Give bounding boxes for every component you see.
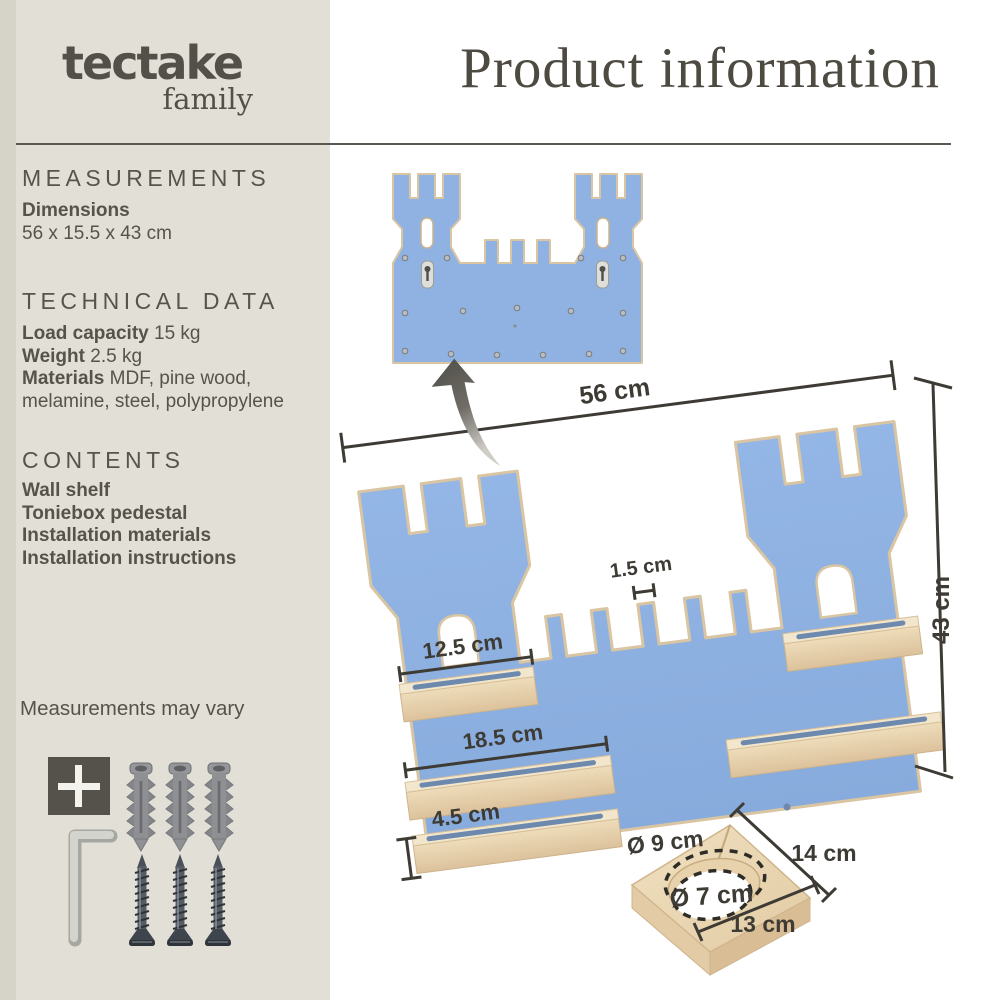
brand-logo: tectake [62, 36, 244, 90]
measurements-note: Measurements may vary [20, 697, 245, 720]
dim-pedestal-front-label: 13 cm [730, 911, 795, 937]
technical-data-list: Load capacity 15 kg Weight 2.5 kg Materi… [22, 323, 322, 413]
contents-item: Wall shelf [22, 480, 110, 501]
screw-icon [129, 854, 155, 946]
shelf-front-view-image: 56 cm 1.5 cm 12.5 cm [339, 360, 955, 977]
wall-plug-icon [126, 762, 156, 852]
load-capacity-label: Load capacity [22, 323, 149, 344]
sidebar-edge-strip [0, 0, 16, 1000]
measurements-heading: MEASUREMENTS [22, 165, 271, 191]
center-hole [513, 324, 517, 328]
curved-arrow-icon [431, 358, 501, 466]
shelf-back-view-image [392, 173, 643, 364]
dim-merlon-line [631, 583, 657, 600]
contents-list: Wall shelf Toniebox pedestal Installatio… [22, 480, 322, 570]
dim-shelf-height-line [396, 835, 422, 882]
dim-height-line [913, 376, 954, 780]
screw-icon [167, 854, 193, 946]
hanging-slot [420, 217, 434, 249]
load-capacity-value: 15 kg [154, 323, 201, 344]
dim-recess-inner-circle [671, 868, 753, 922]
dim-shelf-large-line [402, 735, 610, 779]
contents-item: Installation instructions [22, 547, 237, 569]
dim-recess-inner-label: Ø 7 cm [669, 879, 754, 913]
screw-heads [401, 254, 627, 359]
contents-item: Installation materials [22, 525, 212, 546]
hanging-slot [596, 217, 610, 249]
keyhole-fitting [596, 260, 609, 289]
weight-value: 2.5 kg [90, 345, 143, 367]
shelf [782, 615, 924, 673]
shelf [725, 711, 946, 779]
shelf [411, 808, 623, 875]
dimensions-label: Dimensions [22, 200, 130, 221]
allen-key-icon [68, 829, 118, 947]
tower-window [815, 564, 859, 620]
contents-heading: CONTENTS [22, 447, 185, 473]
back-panel-shape [392, 173, 643, 364]
keyhole-fitting [421, 260, 434, 289]
materials-value: MDF, pine wood, melamine, steel, polypro… [22, 368, 284, 412]
plus-icon [48, 757, 110, 815]
page-title: Product information [460, 37, 940, 100]
weight-label: Weight [22, 345, 85, 367]
materials-label: Materials [22, 368, 105, 389]
dim-pedestal-front-line [692, 875, 821, 942]
wall-plug-icon [204, 762, 234, 852]
shelf [404, 754, 616, 821]
load-capacity-row: Load capacity 15 kg [22, 323, 322, 346]
weight-row: Weight 2.5 kg [22, 346, 322, 369]
shelf [398, 666, 539, 723]
dim-shelf-small-line [397, 648, 535, 683]
wall-plug-icon [165, 762, 195, 852]
brand-logo-sub: family [162, 82, 253, 116]
dim-width-line [339, 360, 897, 463]
tower-window [437, 613, 481, 669]
screw-icon [205, 854, 231, 946]
wall-hole [783, 803, 791, 811]
dim-merlon-label: 1.5 cm [609, 553, 674, 583]
dim-width-label: 56 cm [578, 373, 652, 410]
materials-row: Materials MDF, pine wood, melamine, stee… [22, 368, 322, 413]
sidebar: tectake family MEASUREMENTS Dimensions 5… [0, 0, 330, 1000]
technical-data-heading: TECHNICAL DATA [22, 288, 279, 314]
dim-pedestal-side-label: 14 cm [791, 840, 856, 866]
contents-item: Toniebox pedestal [22, 502, 188, 524]
plus-icon-bar [75, 765, 82, 807]
dimensions-value: 56 x 15.5 x 43 cm [22, 223, 172, 244]
dim-height-label: 43 cm [928, 576, 955, 644]
header-divider [16, 143, 951, 145]
